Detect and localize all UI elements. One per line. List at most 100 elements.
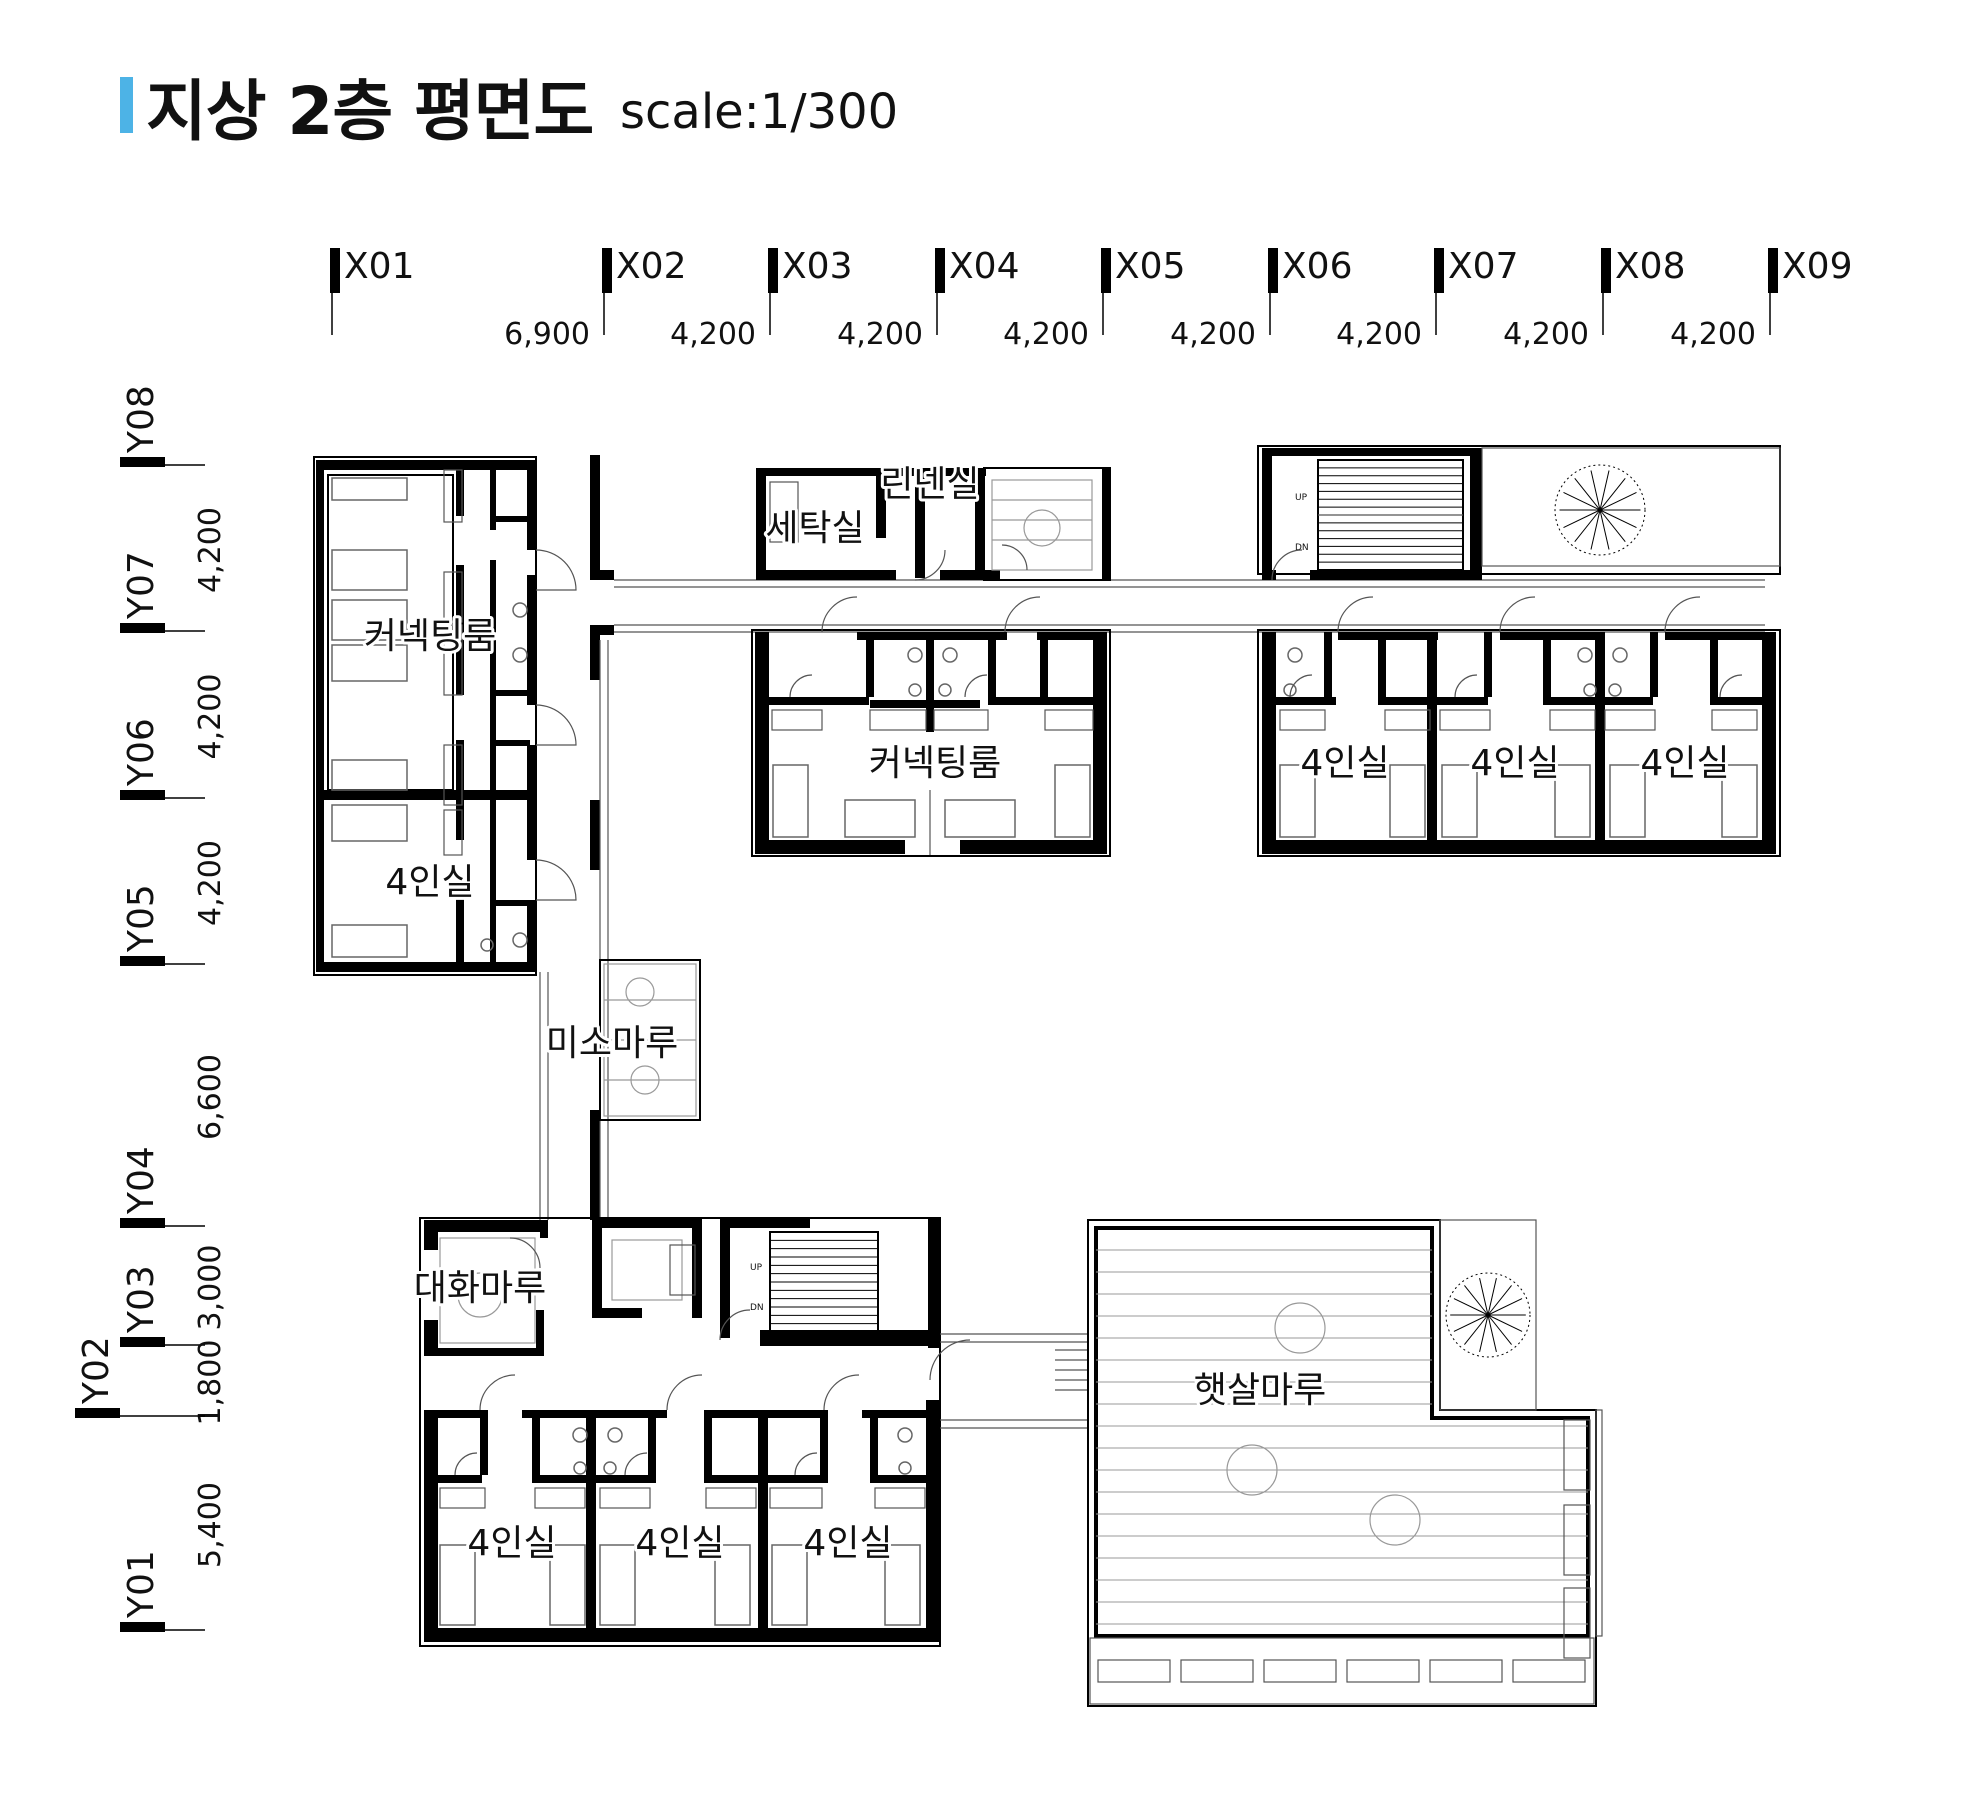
tree-branch bbox=[1479, 1278, 1489, 1316]
tree-branch bbox=[1563, 509, 1601, 529]
grid-x-label: X05 bbox=[1115, 246, 1185, 287]
room-label-connecting-west: 커넥팅룸 bbox=[364, 616, 496, 657]
tree-branch bbox=[1464, 1314, 1489, 1345]
grid-x-marker bbox=[1434, 248, 1444, 293]
grid-x-marker bbox=[935, 248, 945, 293]
sunlight-deck bbox=[1087, 1219, 1603, 1707]
bridge-sunlight bbox=[940, 1333, 1088, 1429]
tree-branch bbox=[1599, 491, 1637, 511]
deck-bench bbox=[1097, 1659, 1171, 1683]
north-east-stair: UP DN bbox=[1257, 445, 1781, 581]
grid-y-label: Y03 bbox=[121, 1265, 162, 1334]
grid-y-marker bbox=[75, 1408, 120, 1418]
tree-branch bbox=[1574, 509, 1601, 542]
room-label-laundry: 세탁실 bbox=[765, 508, 864, 549]
tree-canopy bbox=[1554, 464, 1646, 556]
grid-y-marker bbox=[120, 956, 165, 966]
room-label-linen: 린넨실 bbox=[880, 464, 979, 505]
grid-y-dimension: 4,200 bbox=[193, 507, 228, 593]
grid-y-dimension: 6,600 bbox=[193, 1054, 228, 1140]
room-label-4bed-ne3: 4인실 bbox=[1640, 743, 1729, 784]
deck-bench bbox=[1346, 1659, 1420, 1683]
tree-branch bbox=[1599, 470, 1610, 511]
grid-y-marker bbox=[120, 1622, 165, 1632]
tree-branch bbox=[1487, 1298, 1523, 1316]
grid-x-label: X08 bbox=[1615, 246, 1685, 287]
north-service-block bbox=[756, 467, 1111, 581]
grid-y-marker bbox=[120, 457, 165, 467]
grid-y-label: Y01 bbox=[121, 1550, 162, 1619]
room-label-talk: 대화마루 bbox=[414, 1268, 546, 1309]
grid-x-axis: X016,900X024,200X034,200X044,200X054,200… bbox=[330, 246, 1852, 352]
grid-x-label: X09 bbox=[1782, 246, 1852, 287]
grid-x-label: X06 bbox=[1282, 246, 1352, 287]
grid-y-label: Y05 bbox=[121, 884, 162, 953]
room-label-miso: 미소마루 bbox=[546, 1023, 678, 1064]
grid-x-label: X02 bbox=[616, 246, 686, 287]
grid-y-label: Y02 bbox=[76, 1336, 117, 1405]
north-east-rooms bbox=[1257, 596, 1781, 857]
tree-branch bbox=[1487, 1314, 1523, 1332]
tree-branch bbox=[1590, 509, 1601, 550]
deck-bench bbox=[1180, 1659, 1254, 1683]
grid-y-dimension: 4,200 bbox=[193, 674, 228, 760]
tree-branch bbox=[1574, 478, 1601, 511]
page-title: 지상 2층 평면도 bbox=[146, 73, 594, 150]
grid-x-label: X07 bbox=[1448, 246, 1518, 287]
room-label-4bed-west: 4인실 bbox=[385, 862, 474, 903]
grid-x-dimension: 4,200 bbox=[1336, 317, 1422, 352]
south-block: UP DN bbox=[419, 1217, 971, 1647]
grid-x-marker bbox=[602, 248, 612, 293]
grid-x-marker bbox=[330, 248, 340, 293]
tree-branch bbox=[1487, 1278, 1497, 1316]
room-label-4bed-s3: 4인실 bbox=[803, 1523, 892, 1564]
stair-ne-up: UP bbox=[1295, 493, 1308, 503]
grid-y-dimension: 1,800 bbox=[193, 1340, 228, 1426]
tree-branch bbox=[1464, 1285, 1489, 1316]
tree-branch bbox=[1599, 509, 1626, 542]
tree-branch bbox=[1599, 509, 1637, 529]
scale-label: scale:1/300 bbox=[620, 84, 899, 140]
tree-branch bbox=[1599, 478, 1626, 511]
grid-x-marker bbox=[1601, 248, 1611, 293]
grid-x-dimension: 4,200 bbox=[1670, 317, 1756, 352]
tree-branch bbox=[1487, 1314, 1512, 1345]
deck-bench bbox=[1429, 1659, 1503, 1683]
stair-s-down: DN bbox=[750, 1303, 764, 1313]
room-label-sunlight: 햇살마루 bbox=[1194, 1370, 1326, 1411]
grid-y-dimension: 4,200 bbox=[193, 840, 228, 926]
grid-y-marker bbox=[120, 1337, 165, 1347]
deck-bench bbox=[1263, 1659, 1337, 1683]
room-label-4bed-ne2: 4인실 bbox=[1470, 743, 1559, 784]
grid-x-marker bbox=[1768, 248, 1778, 293]
room-label-4bed-s1: 4인실 bbox=[467, 1523, 556, 1564]
tree-branch bbox=[1487, 1285, 1512, 1316]
grid-y-dimension: 3,000 bbox=[193, 1245, 228, 1331]
grid-x-label: X04 bbox=[949, 246, 1019, 287]
grid-x-dimension: 4,200 bbox=[1503, 317, 1589, 352]
tree-branch bbox=[1453, 1314, 1489, 1332]
grid-x-dimension: 4,200 bbox=[1003, 317, 1089, 352]
west-wing bbox=[313, 456, 577, 976]
grid-y-marker bbox=[120, 790, 165, 800]
grid-y-label: Y08 bbox=[121, 385, 162, 454]
grid-x-marker bbox=[1268, 248, 1278, 293]
miso-terrace bbox=[599, 959, 701, 1121]
grid-x-marker bbox=[768, 248, 778, 293]
grid-y-marker bbox=[120, 623, 165, 633]
stair-s-up: UP bbox=[750, 1263, 763, 1273]
grid-x-dimension: 4,200 bbox=[670, 317, 756, 352]
grid-x-label: X03 bbox=[782, 246, 852, 287]
tree-branch bbox=[1563, 491, 1601, 511]
grid-x-label: X01 bbox=[344, 246, 414, 287]
grid-y-label: Y07 bbox=[121, 551, 162, 620]
grid-y-dimension: 5,400 bbox=[193, 1482, 228, 1568]
tree-branch bbox=[1590, 470, 1601, 511]
room-label-connecting-center: 커넥팅룸 bbox=[869, 743, 1001, 784]
title-accent-bar bbox=[120, 77, 133, 133]
north-connecting-block bbox=[751, 596, 1111, 857]
stair-ne-down: DN bbox=[1295, 543, 1309, 553]
grid-y-marker bbox=[120, 1218, 165, 1228]
room-label-4bed-ne1: 4인실 bbox=[1300, 743, 1389, 784]
